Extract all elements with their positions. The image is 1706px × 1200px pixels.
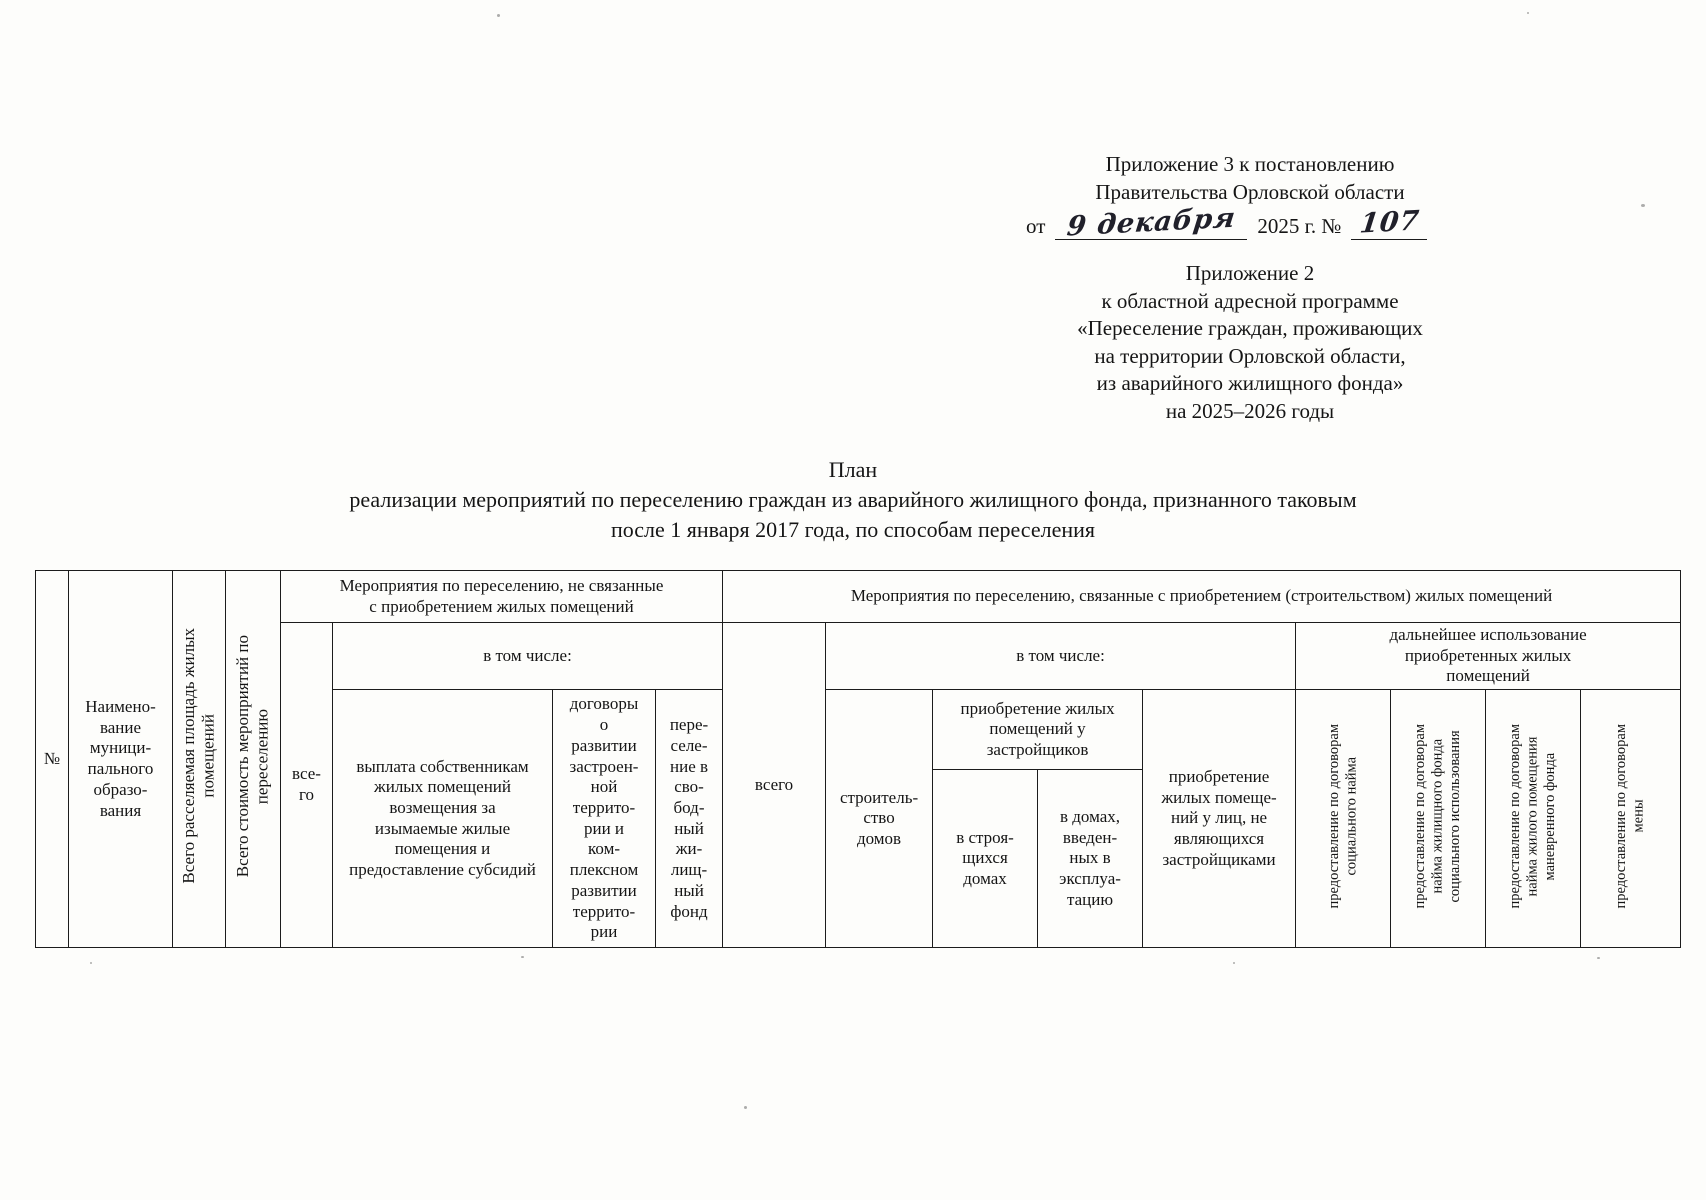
th-total-cost: Всего стоимость мероприятий по переселен… bbox=[225, 569, 281, 949]
th-total-area-text: Всего расселяемая площадь жилых помещени… bbox=[179, 628, 218, 885]
th-total-area: Всего расселяемая площадь жилых помещени… bbox=[172, 569, 226, 949]
th-purchase-developers: приобретение жилых помещений у застройщи… bbox=[932, 689, 1144, 771]
document-title: План реализации мероприятий по переселен… bbox=[0, 455, 1706, 545]
scan-speck bbox=[1641, 204, 1645, 207]
th-maneuver-rent-text: предоставление по договорам найма жилого… bbox=[1506, 723, 1558, 909]
scan-speck bbox=[744, 1106, 747, 1109]
appendix-2-line5: из аварийного жилищного фонда» bbox=[1096, 371, 1404, 395]
date-prefix-label: от bbox=[1026, 214, 1046, 238]
th-including-right: в том числе: bbox=[825, 621, 1297, 691]
th-group-no-acquisition: Мероприятия по переселению, не связанные… bbox=[279, 570, 724, 623]
th-social-rent-text: предоставление по договорам социального … bbox=[1325, 723, 1360, 909]
th-further-use: дальнейшее использование приобретенных ж… bbox=[1295, 621, 1682, 691]
th-social-use-rent: предоставление по договорам найма жилищн… bbox=[1390, 689, 1487, 949]
title-line1: План bbox=[828, 457, 878, 482]
date-year-label: 2025 г. № bbox=[1257, 214, 1342, 238]
th-num: № bbox=[35, 569, 69, 949]
scan-speck bbox=[1527, 12, 1529, 14]
appendix-2-line3: «Переселение граждан, проживающих bbox=[1077, 316, 1423, 340]
th-social-rent: предоставление по договорам социального … bbox=[1295, 689, 1392, 949]
date-underline: 9 декабря bbox=[1055, 202, 1248, 243]
appendix-2-line2: к областной адресной программе bbox=[1101, 288, 1399, 313]
th-maneuver-rent: предоставление по договорам найма жилого… bbox=[1485, 689, 1582, 949]
scan-speck bbox=[497, 14, 500, 17]
th-including-left: в том числе: bbox=[331, 621, 724, 691]
th-construction: строитель- ство домов bbox=[825, 689, 934, 949]
number-underline: 107 bbox=[1351, 205, 1428, 240]
th-commissioned: в домах, введен- ных в эксплуа- тацию bbox=[1037, 769, 1144, 949]
plan-table: № Наимено- вание муници- пального образо… bbox=[35, 569, 1682, 949]
handwritten-date: 9 декабря bbox=[1065, 202, 1238, 243]
th-total-cost-text: Всего стоимость мероприятий по переселен… bbox=[233, 635, 272, 878]
appendix-3-line1: Приложение 3 к постановлению bbox=[1105, 152, 1395, 176]
appendix-3-block: Приложение 3 к постановлению Правительст… bbox=[1012, 150, 1488, 243]
th-in-construction: в строя- щихся домах bbox=[932, 769, 1039, 949]
th-exchange-text: предоставление по договорам мены bbox=[1613, 723, 1647, 909]
appendix-2-line1: Приложение 2 bbox=[1185, 261, 1315, 285]
th-subtotal-right: всего bbox=[722, 621, 827, 949]
title-line3: после 1 января 2017 года, по способам пе… bbox=[610, 517, 1096, 542]
th-free-housing: пере- селе- ние в сво- бод- ный жи- лищ-… bbox=[654, 689, 724, 949]
appendix-2-line6: на 2025–2026 годы bbox=[1165, 398, 1335, 423]
scan-speck bbox=[90, 962, 92, 964]
handwritten-number: 107 bbox=[1357, 205, 1422, 240]
title-line2: реализации мероприятий по переселению гр… bbox=[349, 487, 1357, 512]
th-development-contracts: договоры о развитии застроен- ной террит… bbox=[552, 689, 656, 949]
scan-speck bbox=[1597, 957, 1600, 959]
th-municipality: Наимено- вание муници- пального образо- … bbox=[68, 569, 173, 949]
scan-speck bbox=[1233, 962, 1235, 964]
th-subtotal-left: все- го bbox=[280, 621, 333, 949]
appendix-2-block: Приложение 2 к областной адресной програ… bbox=[1012, 260, 1488, 425]
scan-speck bbox=[521, 956, 524, 958]
appendix-3-line2: Правительства Орловской области bbox=[1095, 180, 1405, 204]
th-exchange: предоставление по договорам мены bbox=[1580, 689, 1682, 949]
th-group-acquisition: Мероприятия по переселению, связанные с … bbox=[722, 570, 1682, 623]
th-social-use-rent-text: предоставление по договорам найма жилищн… bbox=[1411, 723, 1463, 909]
th-payment-owners: выплата собственникам жилых помещений во… bbox=[332, 689, 553, 949]
appendix-3-date-line: от 9 декабря 2025 г. № 107 bbox=[1012, 202, 1488, 243]
th-purchase-non-developers: приобретение жилых помеще- ний у лиц, не… bbox=[1142, 689, 1297, 949]
appendix-2-line4: на территории Орловской области, bbox=[1094, 343, 1406, 368]
